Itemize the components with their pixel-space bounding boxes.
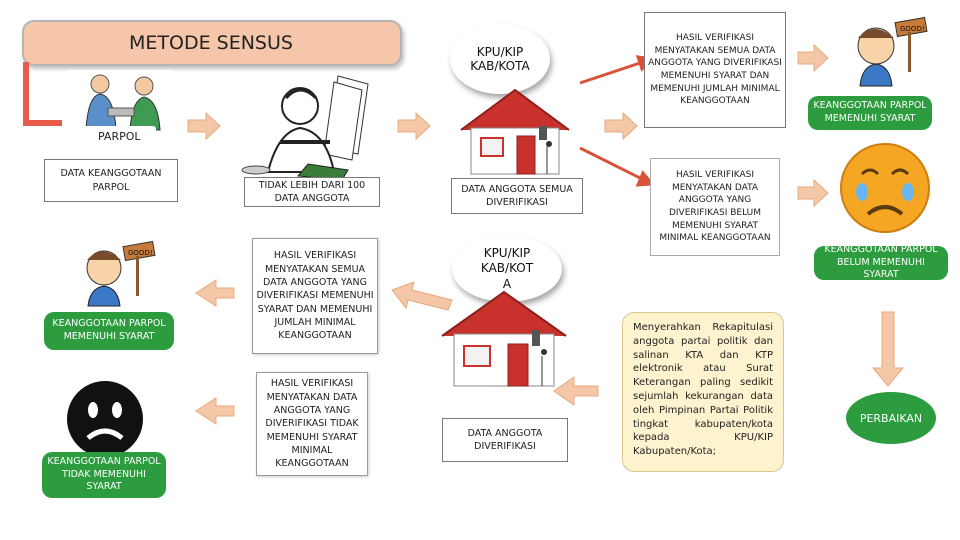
sad-face-icon — [66, 380, 144, 458]
data-diverifikasi-box: DATA ANGGOTA DIVERIFIKASI — [442, 418, 568, 462]
tidak-memenuhi-left-badge: KEANGGOTAAN PARPOL TIDAK MEMENUHI SYARAT — [42, 452, 166, 498]
title-box: METODE SENSUS — [22, 20, 402, 66]
belum-memenuhi-right-badge: KEANGGOTAAN PARPOL BELUM MEMENUHI SYARAT — [814, 244, 948, 280]
arrow-parpol-to-doc — [187, 111, 221, 141]
kpu-top-oval: KPU/KIP KAB/KOTA — [450, 24, 550, 94]
rekap-note: Menyerahkan Rekapitulasi anggota partai … — [622, 312, 784, 472]
house-mid-illustration — [436, 288, 572, 388]
arrow-hasil-to-belum — [797, 178, 829, 208]
writer-illustration — [238, 72, 376, 181]
tidak-lebih-box: TIDAK LEBIH DARI 100 DATA ANGGOTA — [244, 177, 380, 207]
perbaikan-badge: PERBAIKAN — [846, 392, 936, 444]
arrow-kpu-to-hasil — [604, 111, 638, 141]
hasil-semua-right-box: HASIL VERIFIKASI MENYATAKAN SEMUA DATA A… — [644, 12, 786, 128]
good-sign-text-top: GOOD! — [900, 25, 925, 33]
arrow-mid-to-left-tidak — [195, 397, 235, 425]
house-top-illustration — [455, 86, 573, 176]
crying-face-icon — [836, 140, 934, 236]
arrow-down-perbaikan — [871, 311, 905, 387]
arrow-kpu-to-mid — [391, 281, 453, 311]
data-semua-diverifikasi-box: DATA ANGGOTA SEMUA DIVERIFIKASI — [451, 178, 583, 214]
thumbs-up-illustration-top: GOOD! — [846, 8, 932, 88]
memenuhi-right-badge: KEANGGOTAAN PARPOL MEMENUHI SYARAT — [808, 96, 932, 130]
arrow-hasil-to-memenuhi — [797, 43, 829, 73]
arrow-note-to-house — [553, 376, 599, 406]
people-illustration — [68, 70, 172, 132]
hasil-tidak-mid-box: HASIL VERIFIKASI MENYATAKAN DATA ANGGOTA… — [256, 372, 368, 476]
hasil-semua-mid-box: HASIL VERIFIKASI MENYATAKAN SEMUA DATA A… — [252, 238, 378, 354]
thumbs-up-illustration-left: GOOD! — [74, 234, 160, 307]
kpu-mid-oval: KPU/KIP KAB/KOT A — [452, 236, 562, 302]
arrow-mid-to-left-memenuhi — [195, 279, 235, 307]
parpol-label: PARPOL — [50, 126, 156, 148]
good-sign-text-left: GOOD! — [128, 249, 153, 257]
diagram-title: METODE SENSUS — [129, 32, 293, 54]
arrow-doc-to-kpu — [397, 111, 431, 141]
hasil-belum-right-box: HASIL VERIFIKASI MENYATAKAN DATA ANGGOTA… — [650, 158, 780, 256]
data-keanggotaan-box: DATA KEANGGOTAAN PARPOL — [44, 159, 178, 202]
memenuhi-left-badge: KEANGGOTAAN PARPOL MEMENUHI SYARAT — [44, 312, 174, 350]
